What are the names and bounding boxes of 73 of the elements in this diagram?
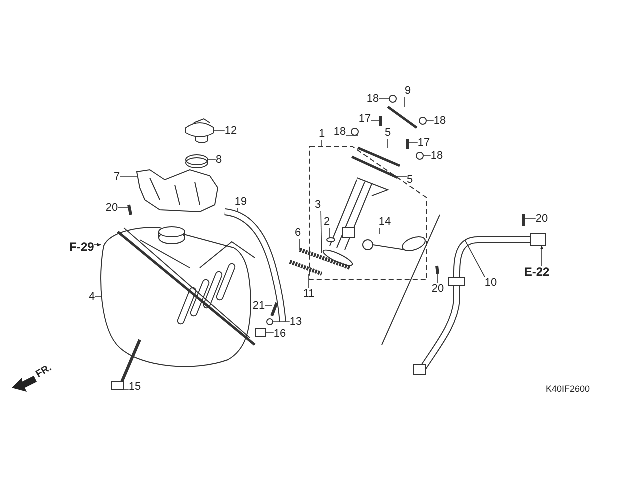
callout-number: 5 [384, 127, 392, 139]
callout-number: 2 [324, 216, 330, 228]
leader-line [346, 135, 359, 136]
callout-number: 17 [418, 137, 430, 149]
fuel-hose [224, 208, 286, 322]
leader-line [540, 246, 544, 266]
hex-nut [389, 95, 397, 103]
leader-line [378, 98, 390, 100]
leader-line [94, 243, 102, 247]
gasket [299, 248, 351, 270]
leader-line [94, 296, 102, 298]
callout-number: 3 [314, 199, 322, 211]
rubber-grommet [256, 328, 266, 338]
reference-label: F-29 [70, 241, 94, 253]
callout-number: 20 [432, 283, 444, 295]
callout-number: 18 [334, 126, 346, 138]
hose-fitting [530, 234, 546, 246]
callout-number: 4 [88, 291, 96, 303]
leader-line [398, 176, 408, 178]
hex-nut [416, 152, 424, 160]
tank-bracket [136, 169, 219, 212]
pump-assembly-frame [310, 146, 428, 280]
fuel-cap [186, 118, 214, 144]
callout-number: 5 [406, 174, 414, 186]
hose-clip [266, 318, 274, 326]
callout-number: 20 [536, 213, 548, 225]
callout-number: 16 [274, 328, 286, 340]
callout-number: 11 [303, 288, 315, 300]
callout-number: 1 [318, 128, 326, 140]
callout-number: 18 [430, 150, 444, 162]
reference-label: E-22 [524, 266, 550, 278]
callout-number: 8 [216, 154, 222, 166]
callout-number: 18 [366, 93, 380, 105]
callout-number: 12 [224, 125, 238, 137]
callout-number: 19 [234, 196, 248, 208]
callout-number: 13 [290, 316, 302, 328]
callout-number: 14 [378, 216, 392, 228]
callout-number: 10 [484, 277, 498, 289]
callout-number: 20 [106, 202, 118, 214]
leader-line [370, 120, 382, 122]
callout-number: 18 [434, 115, 446, 127]
gasket [289, 260, 323, 276]
seal-ring [186, 154, 208, 168]
hex-nut [419, 117, 427, 125]
bolt [522, 214, 526, 226]
leader-line [408, 142, 418, 144]
drain-bolt [112, 339, 142, 390]
callout-number: 9 [404, 85, 412, 97]
callout-number: 6 [294, 227, 302, 239]
mounting-plate [358, 146, 400, 168]
fuel-filter [322, 250, 354, 266]
bolt [380, 116, 382, 126]
callout-number: 17 [358, 113, 372, 125]
leader-line [308, 274, 310, 288]
leader-line [320, 210, 322, 254]
leader-line [214, 130, 226, 132]
diagram-code: K40IF2600 [546, 384, 590, 394]
callout-number: 7 [114, 171, 120, 183]
hex-nut [351, 128, 359, 136]
leader-line [524, 218, 536, 220]
bolt [128, 204, 132, 216]
leader-line [426, 120, 434, 122]
leader-line [404, 96, 406, 108]
leader-line [464, 240, 486, 278]
leader-line [120, 176, 138, 178]
mounting-plate [387, 106, 418, 130]
callout-number: 21 [252, 300, 266, 312]
fuel-level-sender [362, 236, 426, 252]
leader-line [266, 332, 274, 334]
direction-label: FR. [34, 362, 54, 380]
o-ring [326, 238, 336, 242]
callout-number: 15 [128, 381, 142, 393]
bolt [406, 139, 410, 149]
